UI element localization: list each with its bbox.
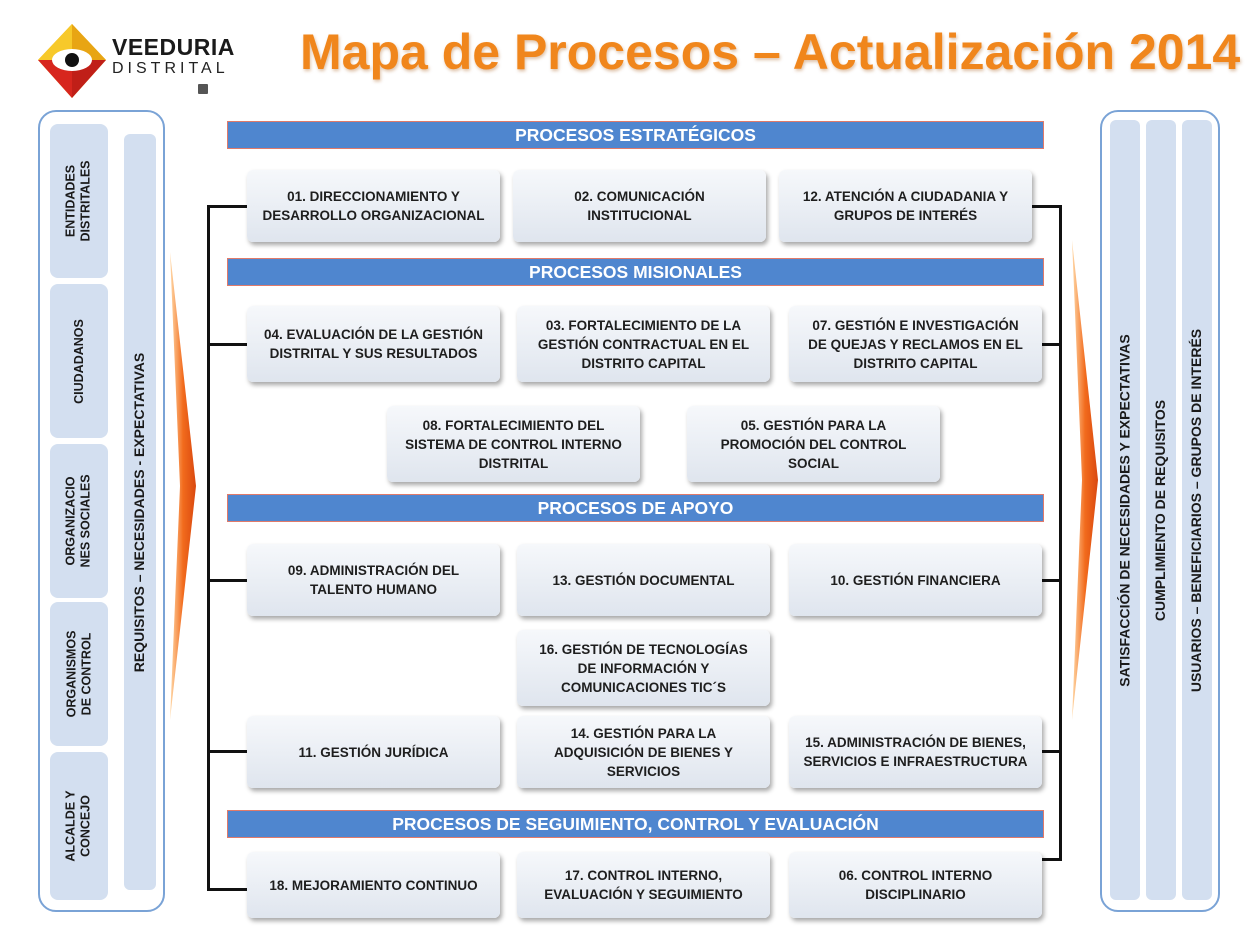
process-10[interactable]: 10. GESTIÓN FINANCIERA xyxy=(789,544,1042,616)
stakeholder-label: ORGANIZACIO NES SOCIALES xyxy=(64,474,94,568)
right-connector-missional xyxy=(1042,343,1062,346)
logo-wordmark: VEEDURIA DISTRITAL xyxy=(112,34,235,78)
stakeholder-alcalde-y-concejo: ALCALDE Y CONCEJO xyxy=(50,752,108,900)
section-seguimiento: PROCESOS DE SEGUIMIENTO, CONTROL Y EVALU… xyxy=(227,810,1044,838)
left-connector-support xyxy=(207,579,247,582)
veeduria-logo-icon xyxy=(38,24,106,98)
process-13[interactable]: 13. GESTIÓN DOCUMENTAL xyxy=(517,544,770,616)
section-apoyo: PROCESOS DE APOYO xyxy=(227,494,1044,522)
process-07[interactable]: 07. GESTIÓN E INVESTIGACIÓN DE QUEJAS Y … xyxy=(789,306,1042,382)
stakeholder-label: CIUDADANOS xyxy=(71,318,86,404)
process-03[interactable]: 03. FORTALECIMIENTO DE LA GESTIÓN CONTRA… xyxy=(517,306,770,382)
right-connector-vertical xyxy=(1059,205,1062,861)
outcome-label: USUARIOS – BENEFICIARIOS – GRUPOS DE INT… xyxy=(1188,328,1205,692)
logo-subtitle: DISTRITAL xyxy=(112,60,229,77)
right-output-arrow-icon xyxy=(1072,240,1098,720)
outcome-satisfaccion: SATISFACCIÓN DE NECESIDADES Y EXPECTATIV… xyxy=(1110,120,1140,900)
right-connector-monitoring xyxy=(1042,858,1062,861)
process-11[interactable]: 11. GESTIÓN JURÍDICA xyxy=(247,716,500,788)
process-15[interactable]: 15. ADMINISTRACIÓN DE BIENES, SERVICIOS … xyxy=(789,716,1042,788)
logo-title: VEEDURIA xyxy=(112,34,235,60)
left-input-arrow-icon xyxy=(170,252,196,720)
stakeholder-entidades-distritales: ENTIDADES DISTRITALES xyxy=(50,124,108,278)
process-06[interactable]: 06. CONTROL INTERNO DISCIPLINARIO xyxy=(789,852,1042,918)
stakeholder-ciudadanos: CIUDADANOS xyxy=(50,284,108,438)
process-05[interactable]: 05. GESTIÓN PARA LA PROMOCIÓN DEL CONTRO… xyxy=(687,406,940,482)
input-requirements-bar: REQUISITOS – NECESIDADES - EXPECTATIVAS xyxy=(124,134,156,890)
process-17[interactable]: 17. CONTROL INTERNO, EVALUACIÓN Y SEGUIM… xyxy=(517,852,770,918)
process-16[interactable]: 16. GESTIÓN DE TECNOLOGÍAS DE INFORMACIÓ… xyxy=(517,630,770,706)
stakeholder-organizaciones-sociales: ORGANIZACIO NES SOCIALES xyxy=(50,444,108,598)
stakeholder-label: ALCALDE Y CONCEJO xyxy=(64,790,93,862)
section-misionales: PROCESOS MISIONALES xyxy=(227,258,1044,286)
process-01[interactable]: 01. DIRECCIONAMIENTO Y DESARROLLO ORGANI… xyxy=(247,170,500,242)
left-connector-strategic xyxy=(207,205,247,208)
left-connector-missional xyxy=(207,343,247,346)
stakeholder-label: ENTIDADES DISTRITALES xyxy=(64,160,93,242)
process-18[interactable]: 18. MEJORAMIENTO CONTINUO xyxy=(247,852,500,918)
left-connector-legal xyxy=(207,750,247,753)
outcome-cumplimiento: CUMPLIMIENTO DE REQUISITOS xyxy=(1146,120,1176,900)
crest-icon xyxy=(198,84,208,94)
right-connector-strategic xyxy=(1032,205,1062,208)
process-14[interactable]: 14. GESTIÓN PARA LA ADQUISICIÓN DE BIENE… xyxy=(517,716,770,788)
right-connector-infra xyxy=(1042,750,1062,753)
process-04[interactable]: 04. EVALUACIÓN DE LA GESTIÓN DISTRITAL Y… xyxy=(247,306,500,382)
right-outcomes-panel: SATISFACCIÓN DE NECESIDADES Y EXPECTATIV… xyxy=(1100,110,1220,912)
section-estrategicos: PROCESOS ESTRATÉGICOS xyxy=(227,121,1044,149)
page-title: Mapa de Procesos – Actualización 2014 xyxy=(300,24,1241,80)
process-08[interactable]: 08. FORTALECIMIENTO DEL SISTEMA DE CONTR… xyxy=(387,406,640,482)
outcome-label: SATISFACCIÓN DE NECESIDADES Y EXPECTATIV… xyxy=(1116,333,1133,687)
outcome-label: CUMPLIMIENTO DE REQUISITOS xyxy=(1152,399,1169,621)
stakeholder-label: ORGANISMOS DE CONTROL xyxy=(64,630,93,718)
left-stakeholders-panel: ENTIDADES DISTRITALES CIUDADANOS ORGANIZ… xyxy=(38,110,165,912)
process-09[interactable]: 09. ADMINISTRACIÓN DEL TALENTO HUMANO xyxy=(247,544,500,616)
input-requirements-label: REQUISITOS – NECESIDADES - EXPECTATIVAS xyxy=(131,352,148,672)
right-connector-support xyxy=(1042,579,1062,582)
left-connector-vertical xyxy=(207,205,210,891)
process-02[interactable]: 02. COMUNICACIÓN INSTITUCIONAL xyxy=(513,170,766,242)
process-12[interactable]: 12. ATENCIÓN A CIUDADANIA Y GRUPOS DE IN… xyxy=(779,170,1032,242)
stakeholder-organismos-de-control: ORGANISMOS DE CONTROL xyxy=(50,602,108,746)
left-connector-monitoring xyxy=(207,888,247,891)
outcome-usuarios: USUARIOS – BENEFICIARIOS – GRUPOS DE INT… xyxy=(1182,120,1212,900)
